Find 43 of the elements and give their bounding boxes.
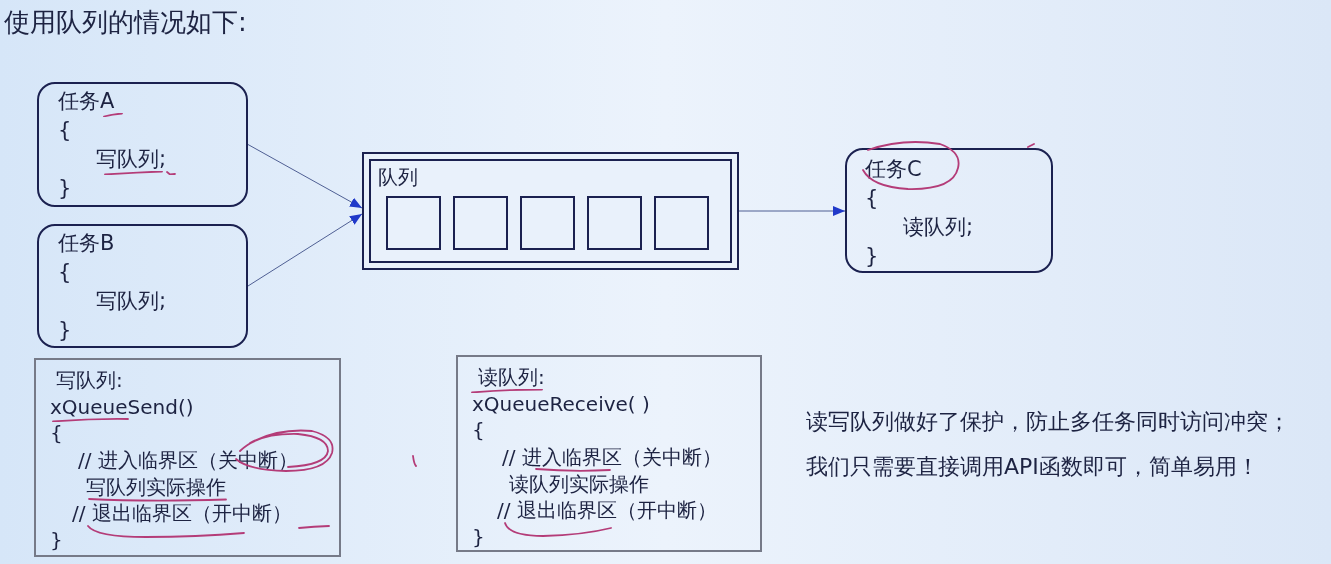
page-title: 使用队列的情况如下:: [4, 6, 247, 39]
queue-slot: [453, 196, 508, 250]
code-brace: }: [58, 317, 72, 342]
code-comment: // 退出临界区（开中断）: [497, 499, 717, 522]
task-title: 任务A: [58, 88, 115, 113]
arrow: [738, 206, 846, 216]
queue-slot: [386, 196, 441, 250]
code-brace: }: [472, 525, 485, 548]
code-statement: 读队列实际操作: [509, 472, 649, 495]
note-text: 读写队列做好了保护，防止多任务同时访问冲突；: [806, 408, 1290, 436]
task-title: 任务C: [865, 156, 922, 181]
section-heading: 写队列:: [56, 369, 123, 392]
note-text: 我们只需要直接调用API函数即可，简单易用！: [806, 453, 1260, 481]
code-brace: {: [472, 419, 485, 442]
code-brace: }: [58, 175, 72, 200]
code-brace: {: [865, 185, 879, 210]
queue-title: 队列: [378, 164, 418, 190]
section-heading: 读队列:: [478, 366, 545, 389]
task-box: [37, 224, 248, 348]
arrow: [247, 144, 363, 209]
code-brace: {: [58, 259, 72, 284]
task-box: [845, 148, 1053, 273]
queue-slot: [654, 196, 709, 250]
code-statement: 读队列;: [903, 214, 974, 239]
function-name: xQueueSend(): [50, 395, 194, 418]
arrow: [247, 213, 363, 287]
code-statement: 写队列;: [96, 146, 167, 171]
code-comment: // 进入临界区（关中断）: [502, 446, 722, 469]
code-brace: }: [50, 528, 63, 551]
queue-slot: [587, 196, 642, 250]
task-box: [37, 82, 248, 207]
code-statement: 写队列;: [96, 288, 167, 313]
function-name: xQueueReceive( ): [472, 392, 650, 415]
queue-slot: [520, 196, 575, 250]
code-brace: {: [50, 422, 63, 445]
code-brace: {: [58, 117, 72, 142]
code-panel: [34, 358, 341, 557]
code-statement: 写队列实际操作: [86, 475, 226, 498]
code-brace: }: [865, 243, 879, 268]
task-title: 任务B: [58, 230, 115, 255]
code-panel: [456, 355, 762, 552]
code-comment: // 退出临界区（开中断）: [72, 502, 292, 525]
queue-box: [362, 152, 739, 270]
